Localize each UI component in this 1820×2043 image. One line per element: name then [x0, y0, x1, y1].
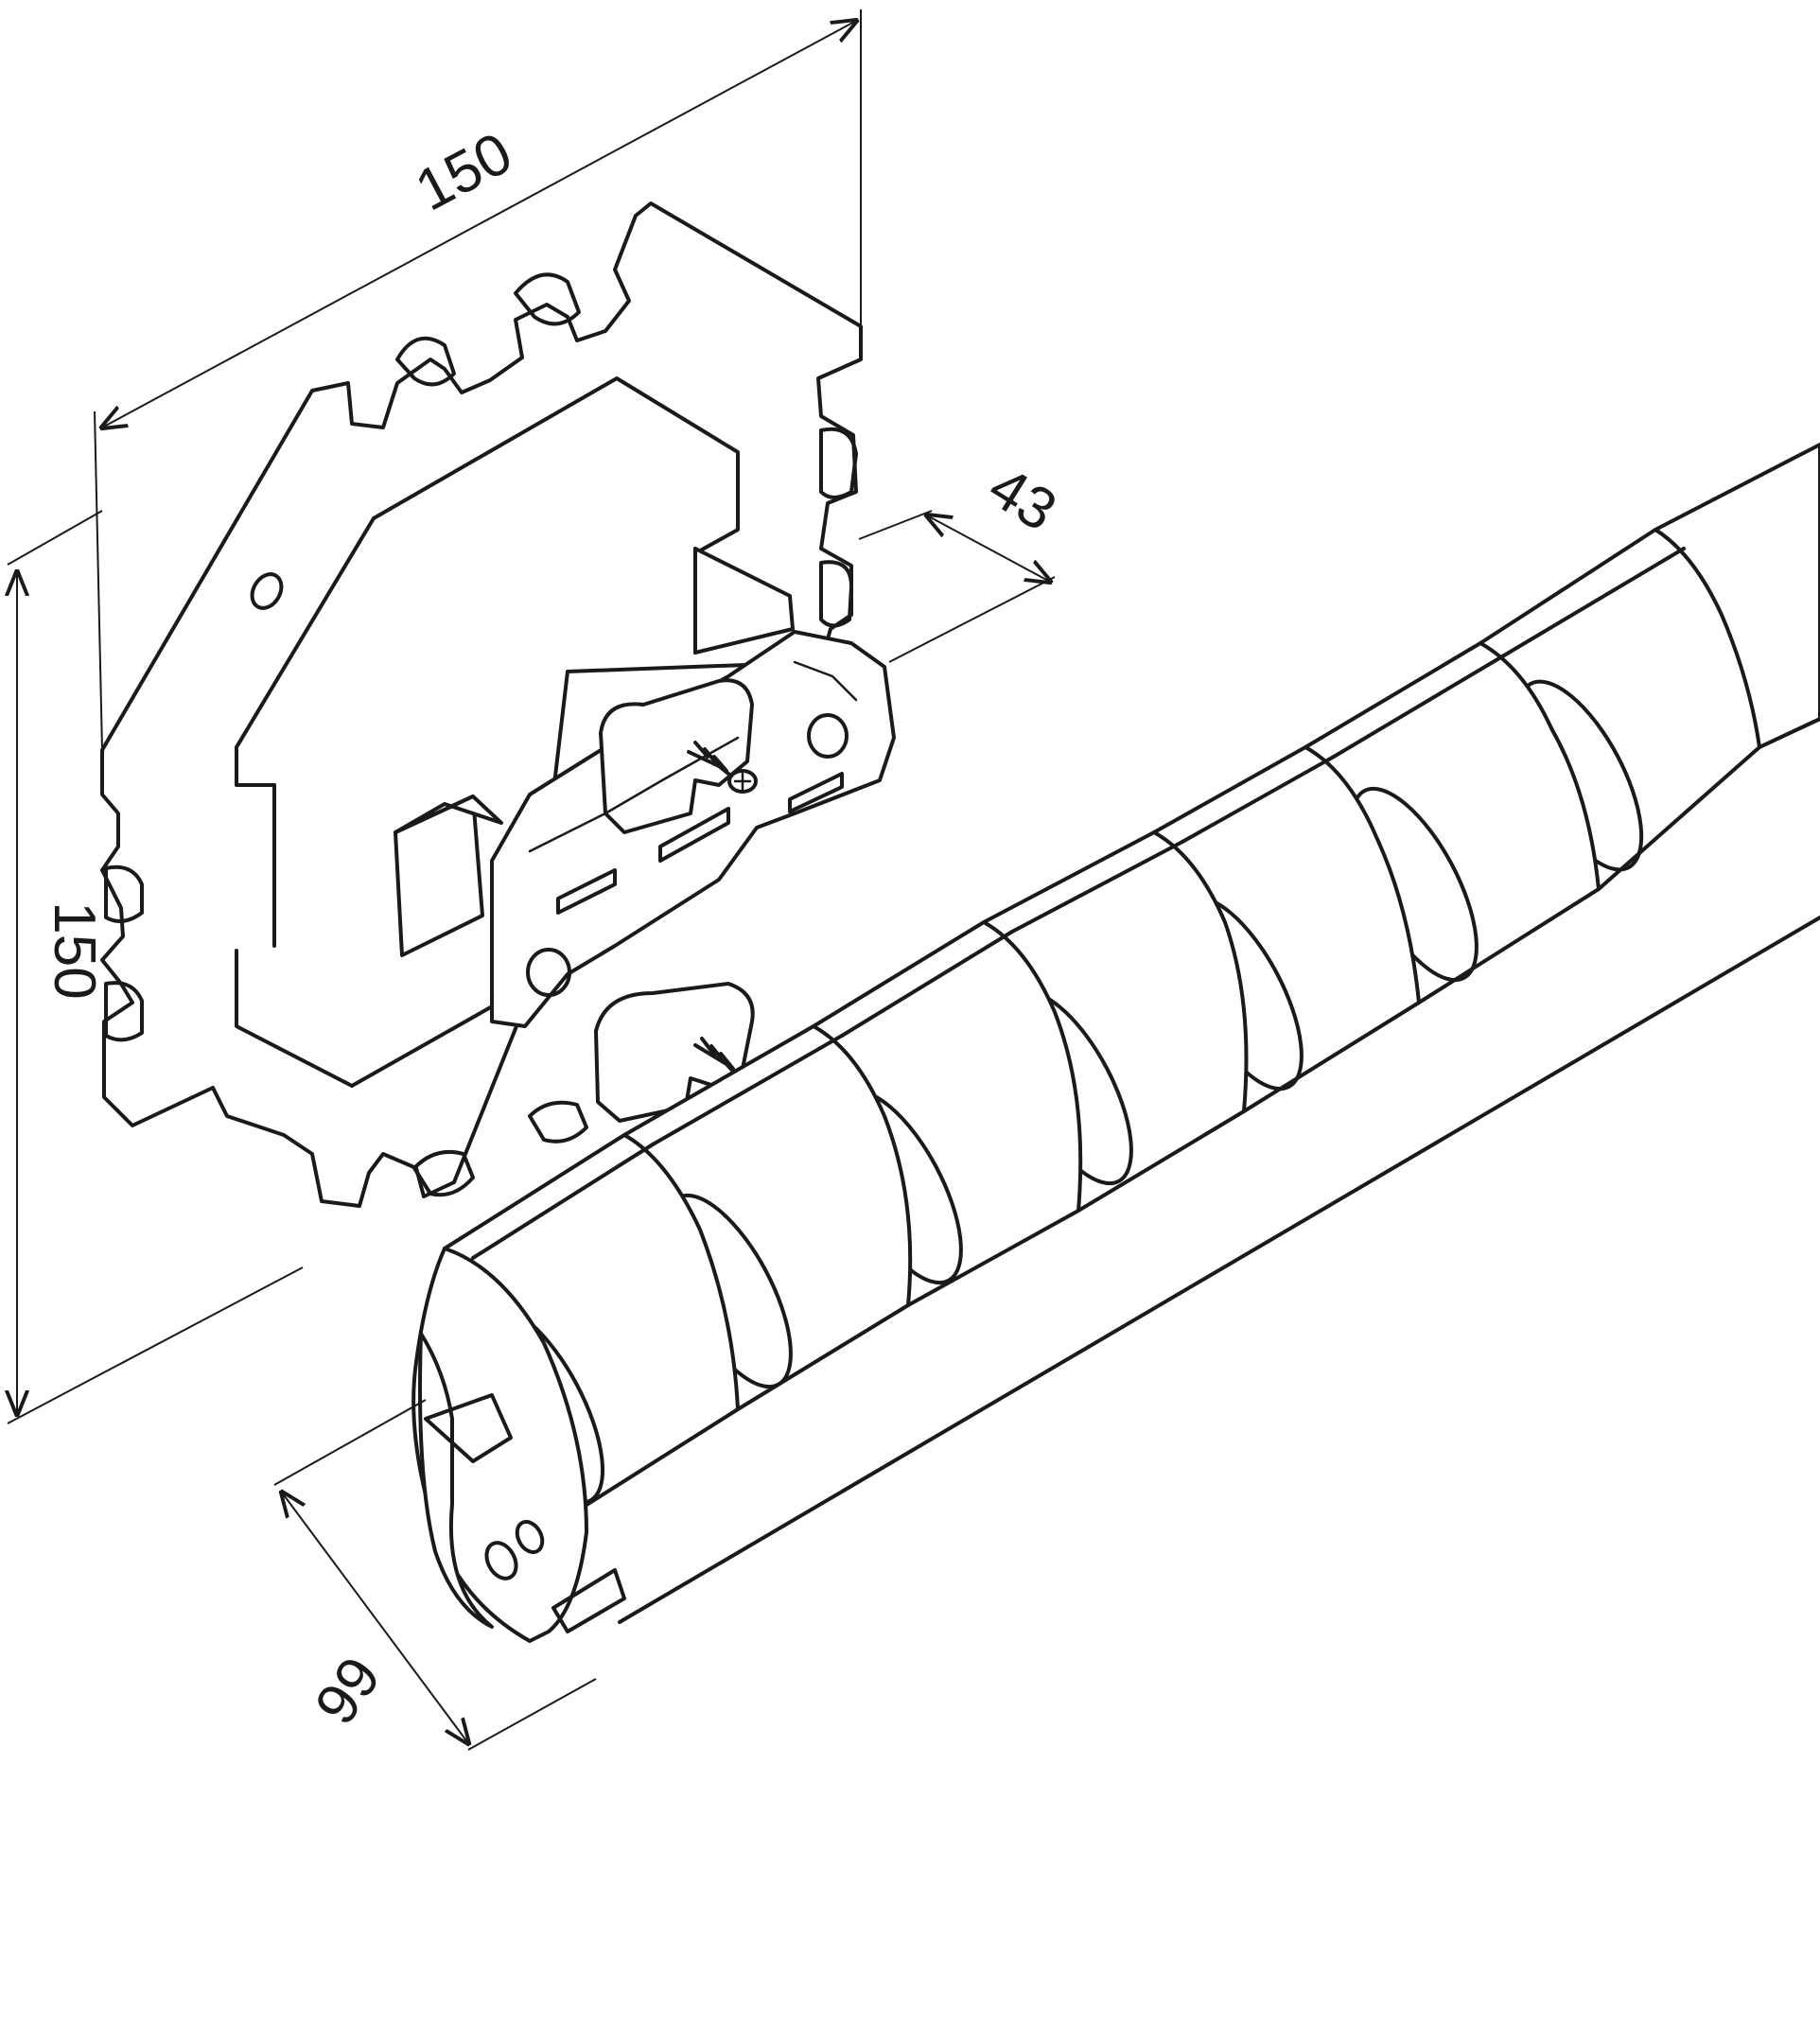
bracket-assembly — [394, 547, 896, 1123]
dimension-left-150: 150 — [8, 510, 304, 1424]
dimension-label-66: 66 — [302, 1645, 393, 1736]
dimension-depth-43: 43 — [858, 454, 1067, 663]
dimension-label-left-150: 150 — [42, 901, 107, 999]
dimension-label-top-150: 150 — [406, 120, 523, 223]
dimension-label-43: 43 — [977, 454, 1067, 544]
upper-screw — [687, 741, 758, 794]
